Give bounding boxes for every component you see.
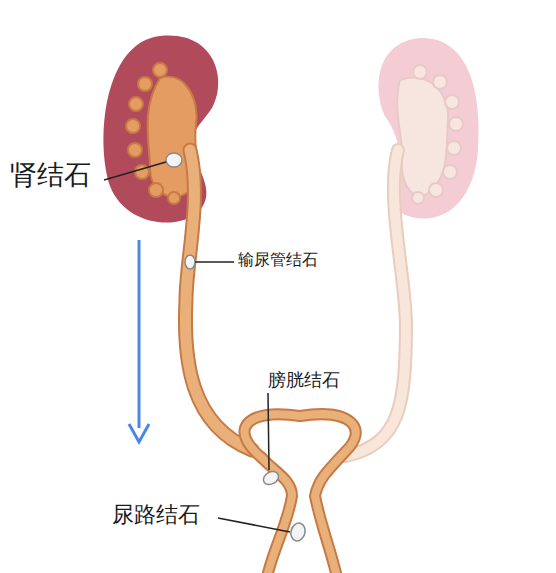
right-renal-pelvis bbox=[397, 78, 448, 196]
bladder-stone-label: 膀胱结石 bbox=[268, 370, 340, 390]
leader-lines bbox=[104, 162, 290, 532]
stones bbox=[166, 153, 307, 543]
left-calyces bbox=[126, 63, 180, 204]
flow-arrow bbox=[129, 240, 149, 442]
right-calyces bbox=[412, 65, 463, 204]
right-ureter bbox=[345, 150, 406, 456]
kidney-stone-label: 肾结石 bbox=[10, 160, 91, 190]
left-ureter-wall bbox=[185, 150, 252, 450]
bladder bbox=[244, 414, 355, 573]
left-ureter bbox=[185, 150, 252, 450]
urethra-stone-label: 尿路结石 bbox=[112, 503, 200, 527]
ureter-stone-label: 输尿管结石 bbox=[238, 251, 318, 269]
right-ureter-wall bbox=[345, 150, 406, 456]
